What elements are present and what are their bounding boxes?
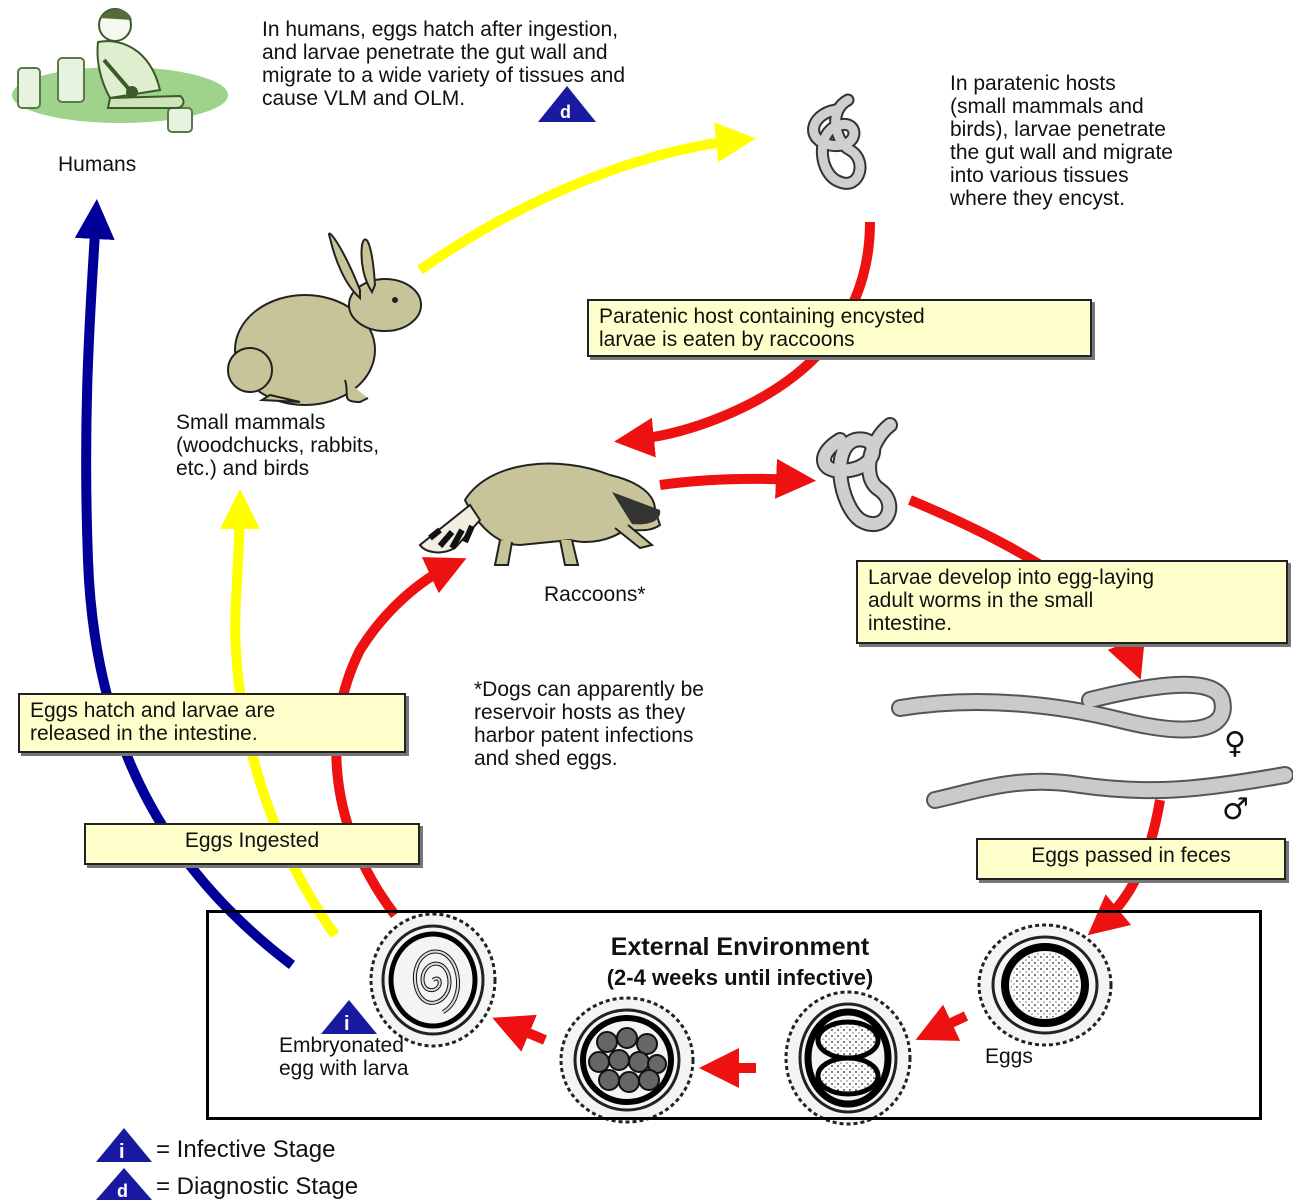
env-subtitle: (2-4 weeks until infective): [606, 965, 874, 990]
diagnostic-stage-marker: [538, 86, 596, 122]
external-environment-box: [206, 910, 1262, 1120]
legend-infective-marker: [96, 1128, 152, 1162]
arrow-paratenic-to-raccoon: [614, 221, 875, 458]
paratenic-larva-illustration: [807, 93, 867, 190]
env-title: External Environment: [610, 933, 870, 961]
embryonated-label: Embryonated egg with larva: [279, 1034, 409, 1080]
eggs-label: Eggs: [985, 1045, 1033, 1068]
box-larvae-develop: Larvae develop into egg-laying adult wor…: [856, 560, 1288, 644]
human-note: In humans, eggs hatch after ingestion, a…: [262, 18, 626, 110]
male-symbol: ♂: [1222, 792, 1249, 827]
arrow-egg-stage-3: [492, 1014, 547, 1052]
arrow-egg-to-humans: [74, 199, 296, 969]
rabbit-illustration: [227, 232, 422, 406]
egg-morula: [559, 996, 695, 1124]
humans-label: Humans: [58, 153, 137, 176]
box-eggs-feces: Eggs passed in feces: [976, 838, 1286, 880]
egg-embryonated: [369, 912, 497, 1048]
arrow-mammals-to-paratenic-larva: [417, 122, 756, 275]
egg-unembryonated: [977, 923, 1113, 1047]
legend-diagnostic-text: = Diagnostic Stage: [156, 1173, 359, 1200]
adult-worms-illustration: [891, 675, 1293, 809]
diagnostic-marker-letter: d: [560, 102, 571, 122]
box-paratenic-eaten: Paratenic host containing encysted larva…: [587, 299, 1092, 357]
dogs-note: *Dogs can apparently be reservoir hosts …: [474, 678, 704, 770]
small-mammals-label: Small mammals (woodchucks, rabbits, etc.…: [176, 411, 380, 480]
paratenic-note: In paratenic hosts (small mammals and bi…: [950, 72, 1173, 210]
legend-infective-letter: i: [119, 1141, 125, 1163]
female-symbol: ♀: [1224, 726, 1246, 761]
legend-diagnostic-marker: [96, 1168, 152, 1200]
raccoon-illustration: [418, 462, 662, 566]
human-child-illustration: [12, 8, 228, 133]
box-eggs-hatch: Eggs hatch and larvae are released in th…: [18, 693, 406, 753]
box-eggs-ingested: Eggs Ingested: [84, 823, 420, 865]
larva-illustration: [816, 417, 898, 533]
legend-diagnostic-letter: d: [117, 1181, 128, 1201]
raccoons-label: Raccoons*: [544, 583, 646, 606]
egg-two-cell: [784, 990, 912, 1126]
infective-marker-letter: i: [344, 1013, 350, 1035]
infective-stage-marker: [321, 1000, 377, 1034]
legend-infective-text: = Infective Stage: [156, 1136, 336, 1163]
arrow-raccoon-to-larva: [659, 458, 816, 499]
arrow-egg-stage-1: [915, 1004, 969, 1041]
